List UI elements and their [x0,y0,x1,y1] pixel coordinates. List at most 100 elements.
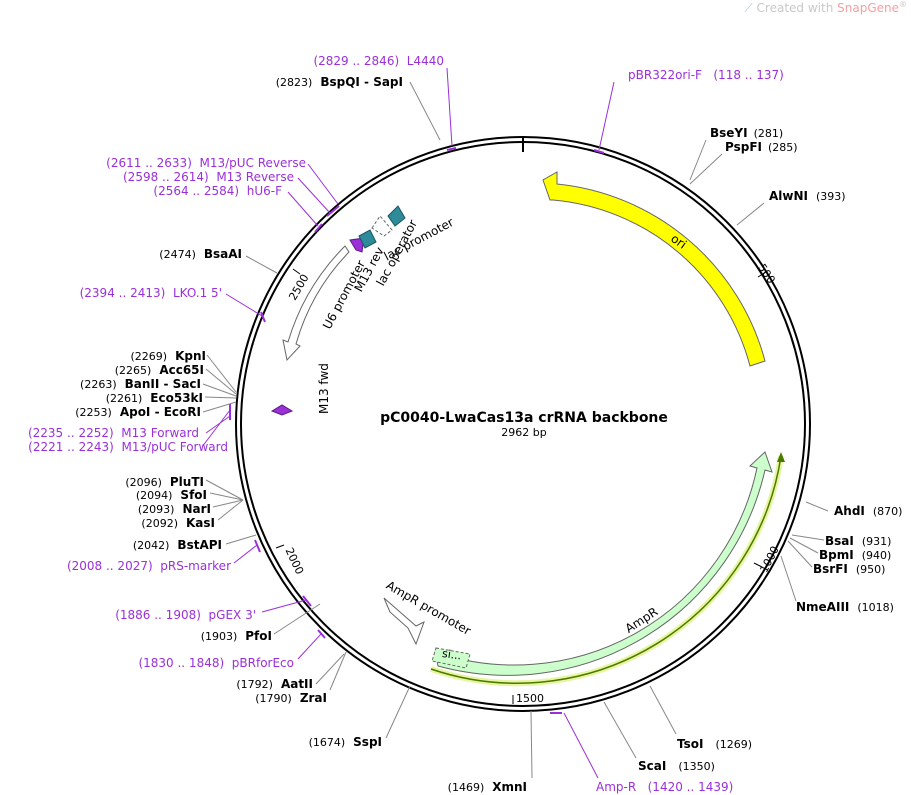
lac-promoter-feature[interactable] [371,215,393,237]
primer-label-m13puc-reverse: (2611 .. 2633) M13/pUC Reverse [106,156,306,170]
primer-label-pgex3: (1886 .. 1908) pGEX 3' [115,608,256,622]
m13fwd-primer[interactable] [270,404,294,416]
watermark-prefix: Created with [756,1,838,15]
leader-xmni [530,710,533,779]
primer-leaders [201,67,615,779]
lac-operator-feature[interactable] [358,229,377,249]
primer-leader-pbr322ori [598,81,615,151]
leader-pspfi [689,153,723,185]
enzyme-kpni: (2269)KpnI [131,349,206,363]
enzyme-kasi: (2092)KasI [141,516,215,530]
leader-sfoi [209,492,244,501]
u6-promoter-feature[interactable] [282,245,350,362]
leader-sapi [409,81,441,141]
tick-mark-2500 [292,268,301,275]
primer-mark-pbr322ori [593,149,605,154]
enzyme-bstapi: (2042)BstAPI [133,538,222,552]
enzyme-bsrfi: BsrFI(950) [813,562,885,576]
primer-mark-prs [254,539,261,553]
orf-arrow-head [777,452,785,462]
primer-mark-lko [260,311,266,323]
tick-mark-2000 [275,544,285,549]
leader-scai [603,701,637,759]
enzyme-ahdi: AhdI(870) [834,504,902,518]
tick-label-500: 500 [755,261,778,286]
enzyme-bspqi-sapi: (2823)BspQI - SapI [276,75,403,89]
m13rev-primer[interactable] [349,237,365,253]
enzyme-sfoi: (2094)SfoI [136,488,207,502]
primer-leader-m13rev [297,177,331,214]
ampr-feature[interactable] [434,451,773,676]
tick-mark-500 [757,271,767,278]
primer-mark-hu6 [314,223,323,233]
enzyme-scai: ScaI(1350) [638,759,715,773]
enzyme-pluti: (2096)PluTI [125,475,204,489]
primer-label-l4440: (2829 .. 2846) L4440 [313,54,444,68]
tick-mark-1000 [753,562,763,568]
leader-bseyi [689,139,707,181]
primer-leader-hu6 [287,191,319,227]
enzyme-xmni: (1469)XmnI [448,780,527,794]
primer-label-m13-reverse: (2598 .. 2614) M13 Reverse [123,170,294,184]
primer-label-m13puc-forward: (2221 .. 2243) M13/pUC Forward [28,440,228,454]
ori-feature[interactable] [542,171,766,367]
enzyme-acc65i: (2265)Acc65I [115,363,204,377]
leader-nari [212,499,244,508]
leader-bsaai [245,255,278,274]
ampr-promoter-label: AmpR promoter [384,578,474,638]
primer-label-prs-marker: (2008 .. 2027) pRS-marker [67,559,231,573]
leader-acc65i [205,368,237,395]
leader-alwni [736,202,765,226]
primer-label-pbr322ori-f: pBR322ori-F (118 .. 137) [628,68,784,82]
primer-leader-prs [233,544,258,564]
leader-ecori [202,401,237,413]
enzyme-labels-right: BseYI(281) PspFI(285) AlwNI(393) AhdI(87… [638,126,902,773]
primer-label-lko1: (2394 .. 2413) LKO.1 5' [80,286,222,300]
lac-promoter-box[interactable] [387,205,406,227]
primer-label-m13-forward: (2235 .. 2252) M13 Forward [28,426,199,440]
enzyme-bpmi: BpmI(940) [819,548,891,562]
m13fwd-label: M13 fwd [317,363,331,414]
leader-kasi [217,499,244,521]
primer-leader-m13puc-fwd [201,409,231,448]
snapgene-watermark: ⟋ Created with SnapGene® [744,0,907,16]
enzyme-leaders [202,81,829,779]
enzyme-banii-saci: (2263)BanII - SacI [80,377,201,391]
enzyme-tsoi: TsoI(1269) [677,737,752,751]
watermark-mark: ® [899,0,907,9]
backbone-outer [235,136,811,712]
watermark-brand: SnapGene [837,1,899,15]
leader-sspi [385,685,411,739]
primer-labels: (2829 .. 2846) L4440 pBR322ori-F (118 ..… [28,54,784,794]
signal-sequence-label: si... [441,647,462,663]
primer-label-hu6-f: (2564 .. 2584) hU6-F [153,184,282,198]
primer-mark-m13puc-rev [326,205,340,217]
leader-ahdi [805,501,829,512]
leader-zrai [329,651,347,691]
tick-label-2000: 2000 [282,546,306,577]
enzyme-pspfi: PspFI(285) [725,140,798,154]
enzyme-aatii: (1792)AatII [236,677,313,691]
plasmid-name: pC0040-LwaCas13a crRNA backbone [380,410,668,426]
enzyme-bsai: BsaI(931) [825,534,891,548]
primer-mark-pgex [302,595,312,607]
primer-label-pbrforeco: (1830 .. 1848) pBRforEco [138,656,294,670]
primer-leader-m13puc-rev [307,163,339,205]
signal-sequence-feature[interactable] [431,647,471,669]
primer-leader-pbrforeco [297,633,322,660]
enzyme-bsaai: (2474)BsaAI [159,247,242,261]
enzyme-nmeaiii: NmeAIII(1018) [796,600,894,614]
leader-bsai [791,534,825,541]
primer-leader-lko [225,293,263,317]
snapgene-logo-icon: ⟋ [744,1,753,15]
primer-mark-pbrforeco [317,629,326,639]
primer-leader-ampr [563,712,599,779]
enzyme-labels-left: (1469)XmnI (1674)SspI (1790)ZraI (1792)A… [75,75,527,794]
enzyme-bseyi: BseYI(281) [710,126,783,140]
leader-nmeaiii [780,555,797,602]
enzyme-eco53ki: (2261)Eco53kI [106,391,203,405]
leader-kpni [206,354,237,393]
ampr-promoter-feature[interactable] [383,597,425,646]
leader-tsoi [649,685,677,735]
